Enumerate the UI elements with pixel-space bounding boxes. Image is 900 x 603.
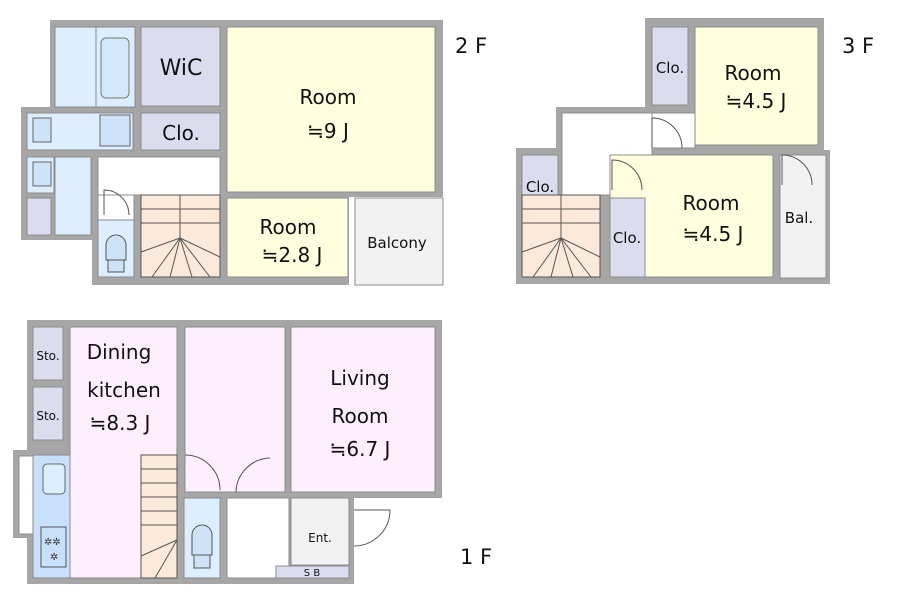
floor-label-3f: 3 F xyxy=(842,34,874,58)
room-closet xyxy=(140,112,221,151)
shoe-box xyxy=(275,565,350,579)
entrance xyxy=(290,497,350,566)
room-wic xyxy=(140,26,221,107)
hall xyxy=(97,156,221,196)
closet-label: Clo. xyxy=(526,178,554,196)
toilet-icon xyxy=(191,524,213,569)
entrance-door-swing xyxy=(353,509,391,547)
floor-label-1f: 1 F xyxy=(460,545,492,569)
entrance-label: Ent. xyxy=(308,531,332,545)
balcony-label: Balcony xyxy=(367,234,427,252)
dining-kitchen-label: Dining xyxy=(87,340,152,364)
room-size: ≒2.8 J xyxy=(262,243,323,267)
dining-kitchen-label: kitchen xyxy=(87,378,161,402)
floor-label-2f: 2 F xyxy=(455,34,487,58)
closet-label: Clo. xyxy=(656,59,684,77)
corridor-blue xyxy=(54,156,92,236)
storage xyxy=(26,197,52,236)
room-label: Room xyxy=(725,61,782,85)
bathtub-icon xyxy=(100,37,130,99)
burner-icon: ✲ xyxy=(50,552,58,563)
window xyxy=(18,455,34,535)
living-room-size: ≒6.7 J xyxy=(330,437,391,461)
room-2-8j xyxy=(226,197,349,278)
room-label: Room xyxy=(300,85,357,109)
stair-lines xyxy=(140,468,178,579)
dining-kitchen-size: ≒8.3 J xyxy=(90,411,151,435)
burner-icon: ✲✲ xyxy=(44,537,61,548)
door-swing xyxy=(651,117,683,149)
storage-label: Sto. xyxy=(36,349,59,363)
stair-lines xyxy=(140,195,221,278)
room-label: Room xyxy=(260,215,317,239)
balcony-label: Bal. xyxy=(785,209,813,227)
room-size: ≒4.5 J xyxy=(726,89,787,113)
room-label: Room xyxy=(683,191,740,215)
hall-door xyxy=(97,194,135,221)
storage-1 xyxy=(32,326,64,381)
floor-1f: ✲✲ ✲ Sto. Sto. Dining kitchen ≒8.3 J Liv… xyxy=(13,320,492,584)
storage-2 xyxy=(32,386,64,441)
balcony xyxy=(779,154,827,279)
balcony xyxy=(354,197,444,286)
door-swing xyxy=(103,189,130,216)
closet-label: Clo. xyxy=(613,229,641,247)
stairs xyxy=(140,454,178,579)
sink-icon xyxy=(32,161,52,187)
sink-icon xyxy=(32,117,52,143)
room-size: ≒9 J xyxy=(307,119,349,143)
room-4-5j-top xyxy=(694,26,819,146)
room-9j xyxy=(226,26,436,193)
room-closet xyxy=(609,197,646,278)
door-swing xyxy=(781,154,813,186)
living-room xyxy=(290,326,436,493)
closet-label: Clo. xyxy=(162,121,200,145)
storage-label: Sto. xyxy=(36,409,59,423)
door-swing xyxy=(184,454,271,493)
washing-machine-icon xyxy=(99,114,131,147)
stair-lines xyxy=(521,195,601,278)
hall xyxy=(226,497,290,579)
door-swing xyxy=(611,159,643,191)
stove-icon xyxy=(40,526,67,568)
sink-icon xyxy=(42,463,66,495)
floor-2f: WiC Room ≒9 J Clo. Room ≒2.8 J Balcony 2… xyxy=(21,20,487,286)
living-room-label: Living xyxy=(330,366,389,390)
hall-room xyxy=(184,326,286,493)
room-closet xyxy=(651,26,689,106)
room-size: ≒4.5 J xyxy=(683,222,744,246)
floor-3f: Clo. Room ≒4.5 J Clo. Room ≒4.5 J Clo. B… xyxy=(516,18,874,284)
living-room-label: Room xyxy=(332,404,389,428)
shoe-box-label: S B xyxy=(304,568,321,579)
toilet-icon xyxy=(105,234,127,273)
wic-label: WiC xyxy=(160,56,203,81)
